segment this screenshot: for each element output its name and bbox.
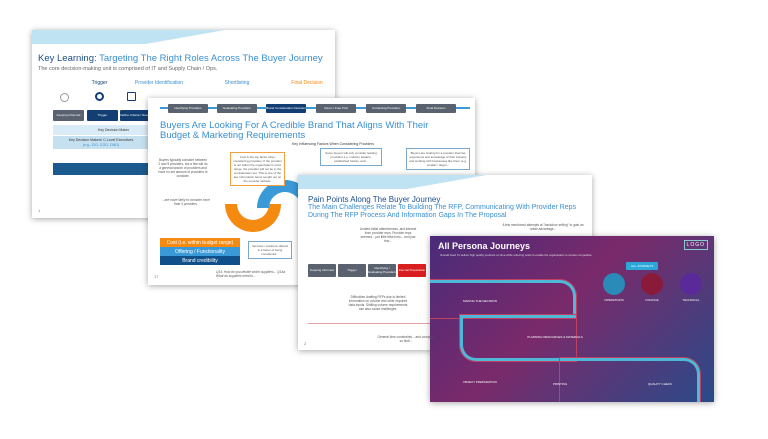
rfp-callout: Difficulties drafting RFPs due to limite… [348,295,408,311]
phase-label: Final Decision [291,80,323,86]
journey-step[interactable]: Brand Consideration Decision [266,104,306,113]
journey-step[interactable]: Identifying / Evaluating Providers [368,264,396,277]
factors-heading: Key Influencing Factors When Considering… [291,142,375,146]
stage-label: MAKING THE DECISION [463,299,497,303]
slide-title: Key Learning: Targeting The Right Roles … [38,54,323,64]
slide-subtitle: The Main Challenges Relate To Building T… [308,204,577,219]
s-curve-orange [225,204,281,232]
step-define-criteria[interactable]: Define Criteria / Needs [120,110,151,121]
journey-step[interactable]: Demo / Free Trial [316,104,356,113]
services-callout: Services / solutions offered is a factor… [248,241,292,259]
avatar-technical[interactable] [680,273,702,295]
journey-road [560,358,700,402]
phase-label: Shortlisting [224,80,250,86]
header-wedge [298,175,592,189]
factor-bar-brand: Brand credibility [160,256,240,265]
time-callout: General time constraints... and complex,… [377,335,435,343]
step-trigger[interactable]: Trigger [87,110,118,121]
journey-step[interactable]: Contacting Providers [366,104,406,113]
title-prefix: Key Learning: [38,53,97,64]
journey-step[interactable]: Trigger [338,264,366,277]
persona-label: OPERATIONS [604,298,624,302]
stage-label: QUALITY CHECK [647,382,673,386]
journey-arrow [160,107,470,109]
stage-label: PLANNING RESOURCES & MATERIALS [527,335,583,339]
phase-label: Trigger [91,80,108,86]
row-label: Key Decision Makers' C-Level Executives [68,138,134,142]
all-journeys-button[interactable]: ALL JOURNEYS [626,262,659,270]
title-text: Targeting The Right Roles Across The Buy… [96,53,323,64]
avatar-operations[interactable] [603,273,625,295]
persona-label: FINANCE [645,298,659,302]
factor-bar-cost: Cost (i.e. within budget range) [160,238,240,247]
row-example: (e.g., CIO, COO, CMO) [82,143,120,147]
slide-all-persona-journeys[interactable]: All Persona Journeys Overall Goal: To de… [430,236,714,402]
backdoor-callout: A few mentioned attempts at "backdoor se… [502,223,584,231]
journey-road [460,315,576,319]
info-icon [60,93,69,102]
footnote: Q14: How do you decide which suppliers..… [216,270,286,278]
leading-providers-callout: Some buyers will only consider leading p… [320,148,382,166]
journey-step[interactable]: Evaluating Providers [217,104,257,113]
journey-road [430,280,576,318]
journey-step[interactable]: Final Decision [416,104,456,113]
page-number: 1 [38,208,41,213]
slide-title: Pain Points Along The Buyer Journey [308,195,441,204]
cost-callout: Cost is the top factor when considering … [230,152,285,186]
header-wedge [32,30,335,44]
experience-callout: Buyers are looking for a provider that h… [406,148,470,170]
journey-step[interactable]: Internal Preparation [398,264,426,277]
logo: LOGO [683,240,708,250]
stage-label: PRINTING [552,382,568,386]
avatar-finance[interactable] [641,273,663,295]
lightbulb-icon [95,92,104,101]
stage-label: OBJECT PREPARATION [463,380,497,384]
step-keeping-informed[interactable]: Keeping Informed [53,110,84,121]
left-note: ...are more likely to consider more than… [162,198,211,206]
journey-road [460,315,576,361]
page-number: 17 [154,274,159,279]
reps-callout: Limited initial attentiveness, and inter… [359,227,417,243]
phase-label: Provider Identification [134,80,184,86]
slide-title: Buyers Are Looking For A Credible Brand … [160,120,429,141]
slide-title: All Persona Journeys [438,241,531,251]
checklist-icon [127,92,136,101]
slide-subtitle: Overall Goal: To deliver high quality pr… [440,253,592,257]
journey-step[interactable]: Keeping Informed [308,264,336,277]
persona-label: TECHNICAL [682,298,700,302]
journey-step[interactable]: Identifying Providers [168,104,208,113]
page-number: 2 [304,341,307,346]
slide-subtitle: The core decision-making unit is compris… [38,66,218,72]
left-text: Buyers typically consider between 2 and … [158,158,208,178]
factor-bar-offering: Offering / Functionality [160,247,240,256]
